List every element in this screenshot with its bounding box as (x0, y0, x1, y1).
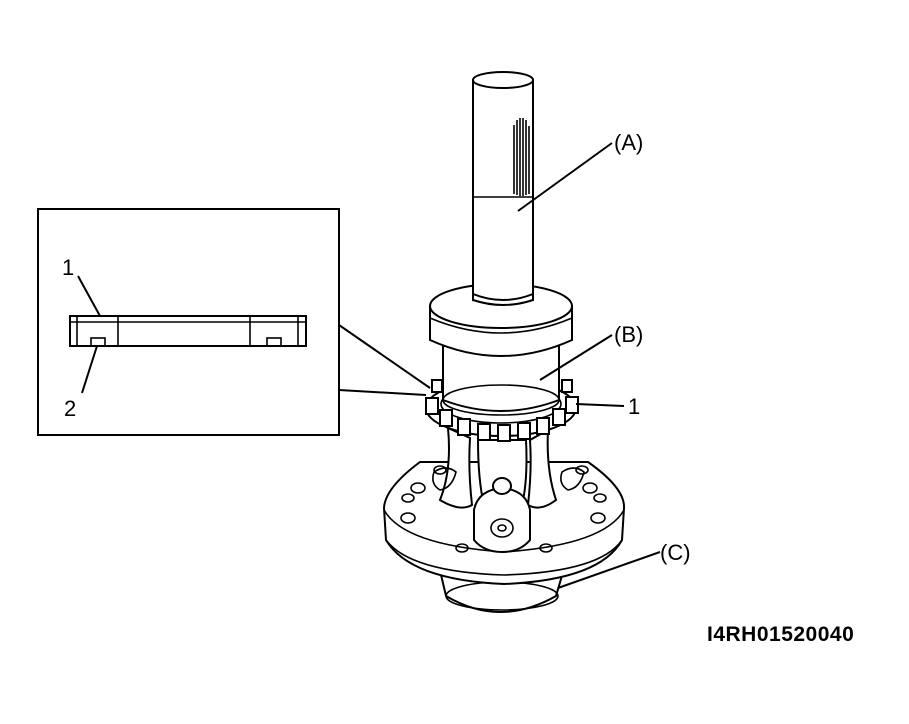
detail-label-2: 2 (64, 396, 76, 421)
hub-body (382, 426, 626, 613)
label-c: (C) (660, 540, 691, 565)
shaft (472, 71, 534, 306)
ring-cross-section (69, 315, 307, 347)
label-a: (A) (614, 130, 643, 155)
bolt-holes (400, 465, 607, 553)
detail-label-1: 1 (62, 255, 74, 280)
label-b: (B) (614, 322, 643, 347)
detail-inset: 1 2 (37, 208, 431, 436)
label-1: 1 (628, 394, 640, 419)
figure-code: I4RH01520040 (707, 623, 854, 646)
